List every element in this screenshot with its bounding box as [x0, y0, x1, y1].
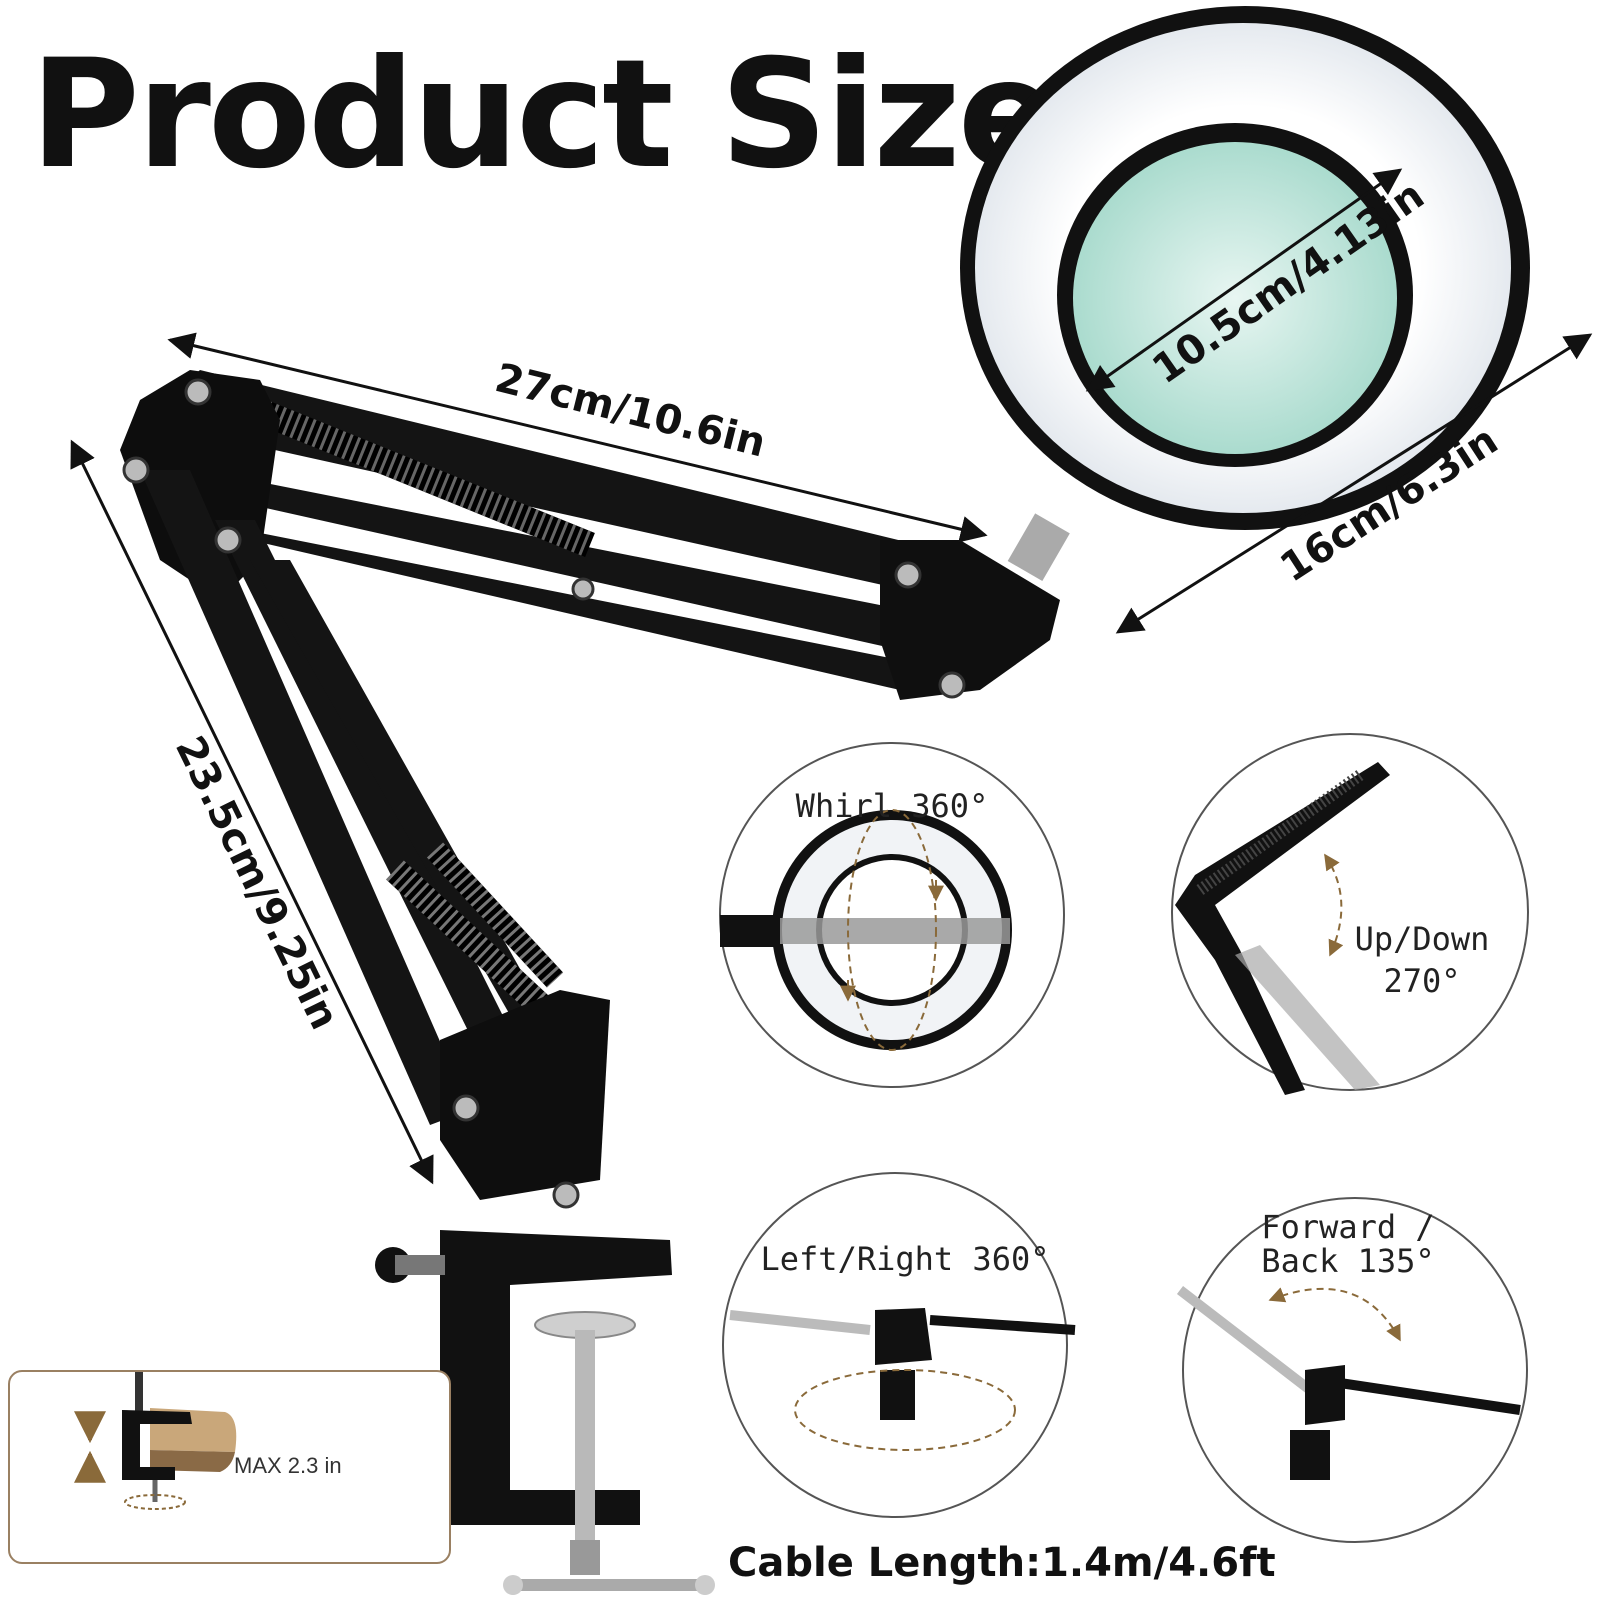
cable-length: Cable Length:1.4m/4.6ft	[728, 1540, 1276, 1586]
whirl-label: Whirl 360°	[796, 787, 989, 825]
clamp-max-label: MAX 2.3 in	[234, 1453, 342, 1478]
clamp-inset	[8, 1370, 451, 1564]
page-title: Product Size	[30, 28, 1059, 202]
feature-whirl: Whirl 360°	[719, 742, 1065, 1088]
up-down-label-2: 270°	[1383, 962, 1460, 1000]
clamp-inset-illustration	[74, 1372, 237, 1510]
forward-back-label-1: Forward /	[1261, 1208, 1434, 1246]
dimension-arrows	[70, 168, 1593, 1185]
feature-up-down: Up/Down 270°	[1171, 733, 1529, 1095]
left-right-label: Left/Right 360°	[761, 1240, 1050, 1278]
feature-left-right: Left/Right 360°	[722, 1172, 1076, 1518]
up-down-label-1: Up/Down	[1355, 920, 1490, 958]
feature-forward-back: Forward / Back 135°	[1176, 1197, 1528, 1543]
forward-back-label-2: Back 135°	[1261, 1242, 1434, 1280]
